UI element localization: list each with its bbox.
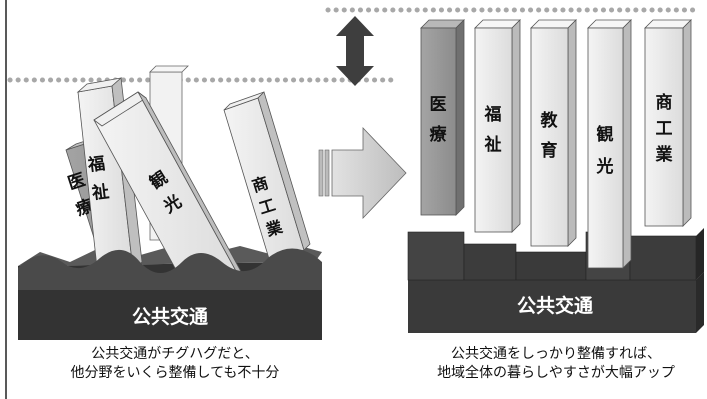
transition-arrow xyxy=(318,127,407,219)
right-pillar-kanko-label-1: 観 xyxy=(597,124,614,145)
left-pillar-shokogyo: 商 工 業 xyxy=(223,91,311,263)
left-pillar-shokogyo-label-1: 商 xyxy=(250,173,271,196)
right-pillar-kyoiku-label-1: 教 xyxy=(540,110,559,131)
right-pillar-shokogyo-label-2: 工 xyxy=(656,119,673,139)
left-caption: 公共交通がチグハグだと、 他分野をいくら整備しても不十分 xyxy=(40,345,310,383)
right-pillar-fukushi-label-2: 祉 xyxy=(484,135,502,155)
left-base-front xyxy=(18,290,322,340)
right-pillar-fukushi: 福 祉 xyxy=(474,19,521,233)
left-caption-line1: 公共交通がチグハグだと、 xyxy=(91,346,259,362)
right-pillar-shokogyo-label-3: 業 xyxy=(656,144,673,165)
right-pillar-shokogyo-label-1: 商 xyxy=(656,92,673,113)
right-caption-line2: 地域全体の暮らしやすさが大幅アップ xyxy=(437,365,675,381)
left-pillar-iryo-label-1: 医 xyxy=(66,170,88,194)
right-pillar-iryo: 医 療 xyxy=(420,19,465,216)
left-pillar-fukushi-label-1: 福 xyxy=(86,153,106,176)
right-pillar-iryo-label-2: 療 xyxy=(430,124,448,145)
right-pillar-kanko-label-2: 光 xyxy=(596,156,614,177)
right-pillar-shokogyo: 商 工 業 xyxy=(644,19,692,227)
right-pillar-iryo-label-1: 医 xyxy=(430,95,447,115)
right-caption-line1: 公共交通をしっかり整備すれば、 xyxy=(451,346,661,362)
left-caption-line2: 他分野をいくら整備しても不十分 xyxy=(70,365,280,381)
left-pillar-fukushi-label-2: 祉 xyxy=(90,182,110,204)
level-difference-arrow xyxy=(336,16,374,86)
right-pillar-fukushi-label-1: 福 xyxy=(484,104,502,125)
left-pillar-shokogyo-label-3: 業 xyxy=(263,217,286,240)
left-pillar-shokogyo-label-2: 工 xyxy=(257,195,278,218)
left-ground-wave xyxy=(18,248,322,300)
right-base-label: 公共交通 xyxy=(517,294,594,317)
right-pillar-kanko: 観 光 xyxy=(587,19,632,269)
right-pillar-kyoiku: 教 育 xyxy=(530,19,577,247)
right-pillar-kyoiku-label-2: 育 xyxy=(541,140,558,161)
left-base-label: 公共交通 xyxy=(132,305,209,328)
right-caption: 公共交通をしっかり整備すれば、 地域全体の暮らしやすさが大幅アップ xyxy=(408,345,704,383)
